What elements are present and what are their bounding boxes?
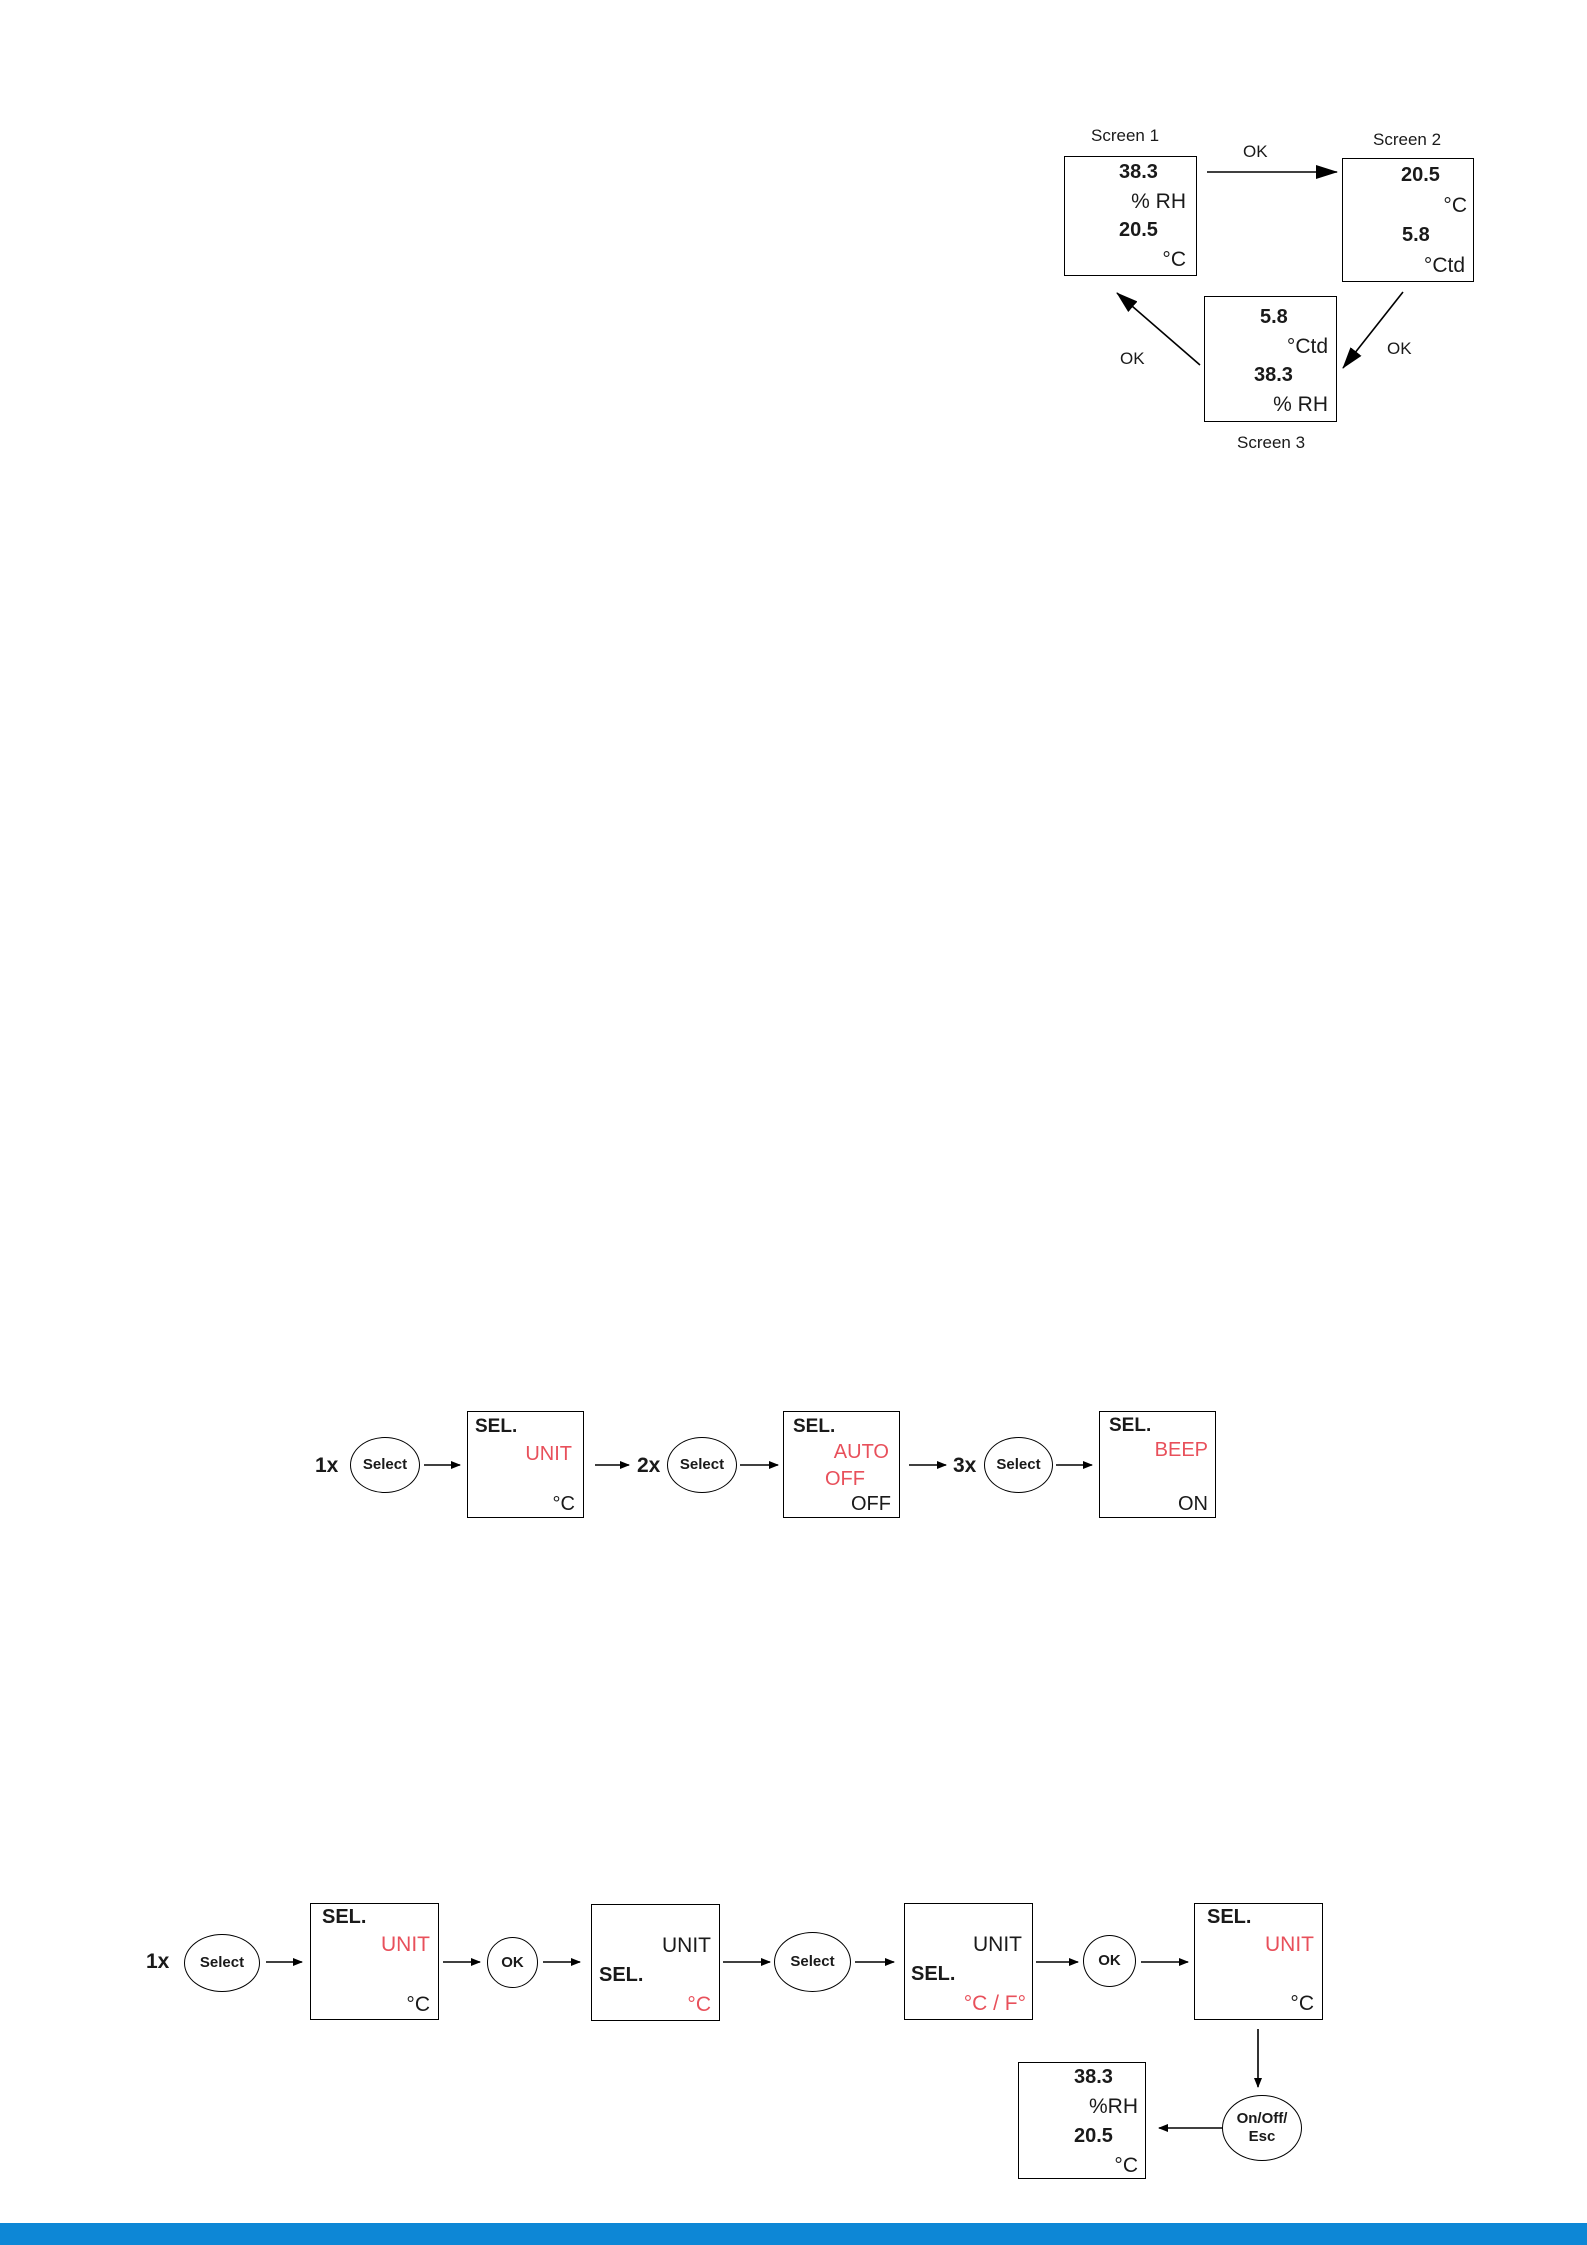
select-button-2[interactable]: Select bbox=[667, 1437, 737, 1493]
unit-screen-c: UNIT SEL. °C / F° bbox=[904, 1903, 1033, 2020]
screen3-label: Screen 3 bbox=[1237, 434, 1305, 451]
screen1-value2: 20.5 bbox=[1119, 220, 1158, 240]
menu-screen-beep: SEL. BEEP ON bbox=[1099, 1411, 1216, 1518]
menu-screen-autooff-option-2: OFF bbox=[825, 1469, 865, 1489]
menu-screen-autooff-option-1: AUTO bbox=[834, 1442, 889, 1462]
unit-result-value2: 20.5 bbox=[1074, 2126, 1113, 2146]
ok-transition-3-1: OK bbox=[1120, 350, 1145, 367]
screen2-value2: 5.8 bbox=[1402, 225, 1430, 245]
unit-screen-a-option: UNIT bbox=[381, 1934, 430, 1955]
unit-result-screen: 38.3 %RH 20.5 °C bbox=[1018, 2062, 1146, 2179]
unit-result-value1: 38.3 bbox=[1074, 2067, 1113, 2087]
ok-button-1-label: OK bbox=[501, 1954, 524, 1972]
unit-screen-b-option: UNIT bbox=[662, 1935, 711, 1956]
unit-screen-a: SEL. UNIT °C bbox=[310, 1903, 439, 2020]
menu-count-1x: 1x bbox=[315, 1455, 338, 1476]
menu-screen-autooff-sel: SEL. bbox=[793, 1417, 835, 1436]
unit-screen-b-value: °C bbox=[687, 1994, 711, 2015]
ok-transition-2-3: OK bbox=[1387, 340, 1412, 357]
screen3-unit1: °Ctd bbox=[1287, 336, 1328, 357]
unit-screen-d-value: °C bbox=[1290, 1993, 1314, 2014]
unit-screen-d: SEL. UNIT °C bbox=[1194, 1903, 1323, 2020]
menu-screen-unit-value: °C bbox=[553, 1494, 575, 1514]
unit-result-unit2: °C bbox=[1114, 2155, 1138, 2176]
select-button-1-label: Select bbox=[363, 1456, 407, 1474]
screen2-display: 20.5 °C 5.8 °Ctd bbox=[1342, 158, 1474, 282]
screen1-unit2: °C bbox=[1162, 249, 1186, 270]
menu-screen-autooff: SEL. AUTO OFF OFF bbox=[783, 1411, 900, 1518]
unit-screen-a-sel: SEL. bbox=[322, 1907, 366, 1927]
unit-select-button-start-label: Select bbox=[200, 1954, 244, 1972]
menu-screen-beep-sel: SEL. bbox=[1109, 1416, 1151, 1435]
unit-select-button-cycle-label: Select bbox=[790, 1953, 834, 1971]
screen1-label: Screen 1 bbox=[1091, 127, 1159, 144]
screen2-unit1: °C bbox=[1443, 195, 1467, 216]
screen1-unit1: % RH bbox=[1131, 191, 1186, 212]
ok-button-2-label: OK bbox=[1098, 1952, 1121, 1970]
ok-transition-1-2: OK bbox=[1243, 143, 1268, 160]
menu-count-2x: 2x bbox=[637, 1455, 660, 1476]
unit-screen-c-value: °C / F° bbox=[964, 1993, 1026, 2014]
unit-screen-b: UNIT SEL. °C bbox=[591, 1904, 720, 2021]
unit-select-button-cycle[interactable]: Select bbox=[774, 1932, 851, 1992]
unit-screen-a-value: °C bbox=[406, 1994, 430, 2015]
footer-bar bbox=[0, 2223, 1587, 2245]
menu-count-3x: 3x bbox=[953, 1455, 976, 1476]
screen1-display: 38.3 % RH 20.5 °C bbox=[1064, 156, 1197, 276]
menu-screen-unit-sel: SEL. bbox=[475, 1417, 517, 1436]
on-off-esc-button-label: On/Off/ Esc bbox=[1237, 2110, 1288, 2146]
unit-screen-b-sel: SEL. bbox=[599, 1965, 643, 1985]
select-button-2-label: Select bbox=[680, 1456, 724, 1474]
menu-screen-beep-value: ON bbox=[1178, 1494, 1208, 1514]
menu-screen-unit: SEL. UNIT °C bbox=[467, 1411, 584, 1518]
screen2-label: Screen 2 bbox=[1373, 131, 1441, 148]
unit-screen-d-sel: SEL. bbox=[1207, 1907, 1251, 1927]
screen2-unit2: °Ctd bbox=[1424, 255, 1465, 276]
screen3-unit2: % RH bbox=[1273, 394, 1328, 415]
screen3-value1: 5.8 bbox=[1260, 307, 1288, 327]
select-button-3[interactable]: Select bbox=[984, 1437, 1053, 1493]
unit-select-button-start[interactable]: Select bbox=[184, 1934, 260, 1992]
ok-button-2[interactable]: OK bbox=[1083, 1935, 1136, 1987]
unit-count-1x: 1x bbox=[146, 1951, 169, 1972]
screen2-value1: 20.5 bbox=[1401, 165, 1440, 185]
screen3-value2: 38.3 bbox=[1254, 365, 1293, 385]
ok-button-1[interactable]: OK bbox=[487, 1937, 538, 1988]
unit-screen-c-option: UNIT bbox=[973, 1934, 1022, 1955]
unit-screen-c-sel: SEL. bbox=[911, 1964, 955, 1984]
select-button-1[interactable]: Select bbox=[350, 1437, 420, 1493]
unit-screen-d-option: UNIT bbox=[1265, 1934, 1314, 1955]
screen1-value1: 38.3 bbox=[1119, 162, 1158, 182]
menu-screen-beep-option: BEEP bbox=[1155, 1440, 1208, 1460]
menu-screen-unit-option: UNIT bbox=[525, 1444, 572, 1464]
screen3-display: 5.8 °Ctd 38.3 % RH bbox=[1204, 296, 1337, 422]
menu-screen-autooff-value: OFF bbox=[851, 1494, 891, 1514]
select-button-3-label: Select bbox=[996, 1456, 1040, 1474]
unit-result-unit1: %RH bbox=[1089, 2096, 1138, 2117]
on-off-esc-button[interactable]: On/Off/ Esc bbox=[1222, 2095, 1302, 2161]
